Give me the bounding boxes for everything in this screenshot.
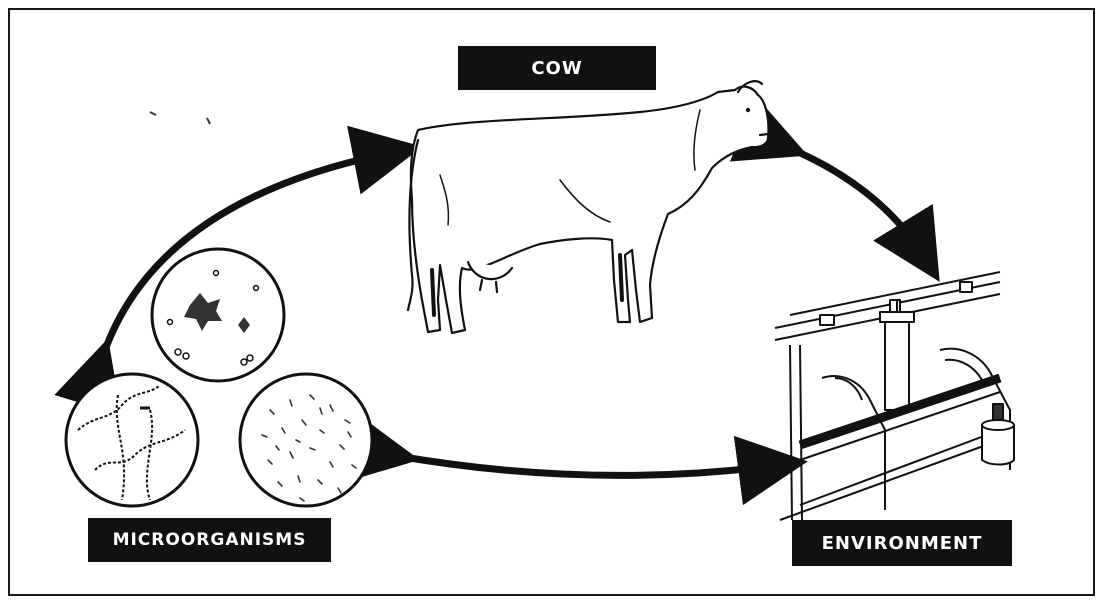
arrow-microorganisms-environment xyxy=(392,455,780,475)
stray-marks xyxy=(150,112,210,124)
milking-pipeline-illustration xyxy=(775,272,1014,520)
cow-illustration xyxy=(408,81,768,333)
microorganisms-label: MICROORGANISMS xyxy=(88,518,331,562)
arrow-cow-environment xyxy=(782,145,925,258)
environment-label: ENVIRONMENT xyxy=(792,520,1012,566)
cocci-cluster-circle-icon xyxy=(152,249,284,381)
rod-bacteria-circle-icon xyxy=(240,374,372,506)
chain-bacteria-circle-icon xyxy=(66,374,198,506)
cow-label: COW xyxy=(458,46,656,90)
